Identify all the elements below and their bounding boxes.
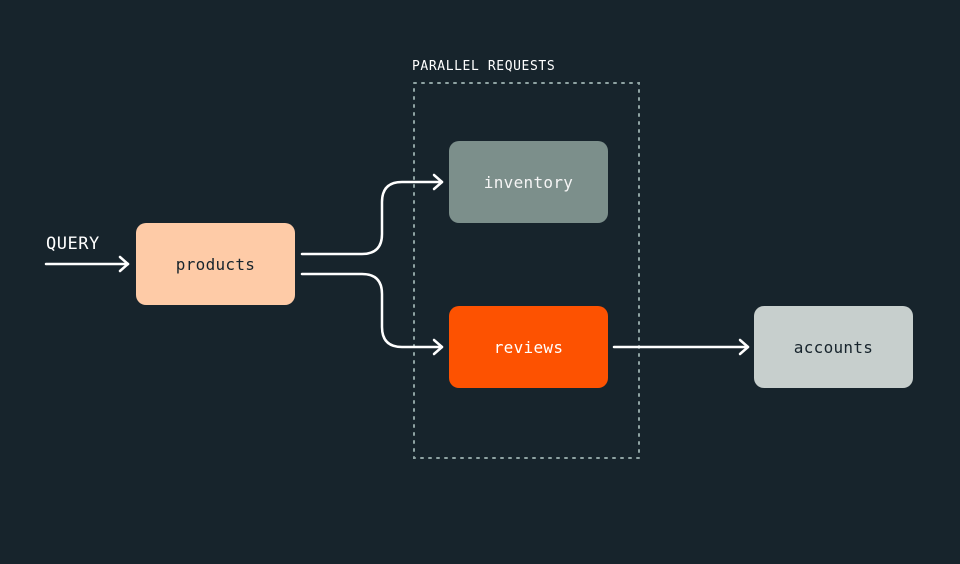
arrowhead-icon	[738, 338, 750, 356]
arrowhead-icon	[118, 255, 130, 273]
node-reviews[interactable]: reviews	[449, 306, 608, 388]
query-label: QUERY	[46, 234, 100, 254]
edge-products-reviews	[300, 272, 444, 356]
node-inventory-label: inventory	[483, 172, 574, 192]
arrowhead-icon	[432, 173, 444, 191]
node-products-label: products	[175, 254, 256, 274]
node-products[interactable]: products	[136, 223, 295, 305]
node-inventory[interactable]: inventory	[449, 141, 608, 223]
node-accounts[interactable]: accounts	[754, 306, 913, 388]
edge-products-inventory	[300, 173, 444, 256]
parallel-requests-group	[413, 82, 640, 459]
arrowhead-icon	[432, 338, 444, 356]
edge-query-products	[44, 255, 130, 273]
node-reviews-label: reviews	[493, 337, 564, 357]
edge-reviews-accounts	[612, 338, 750, 356]
node-accounts-label: accounts	[793, 337, 874, 357]
parallel-requests-label: PARALLEL REQUESTS	[412, 59, 556, 74]
